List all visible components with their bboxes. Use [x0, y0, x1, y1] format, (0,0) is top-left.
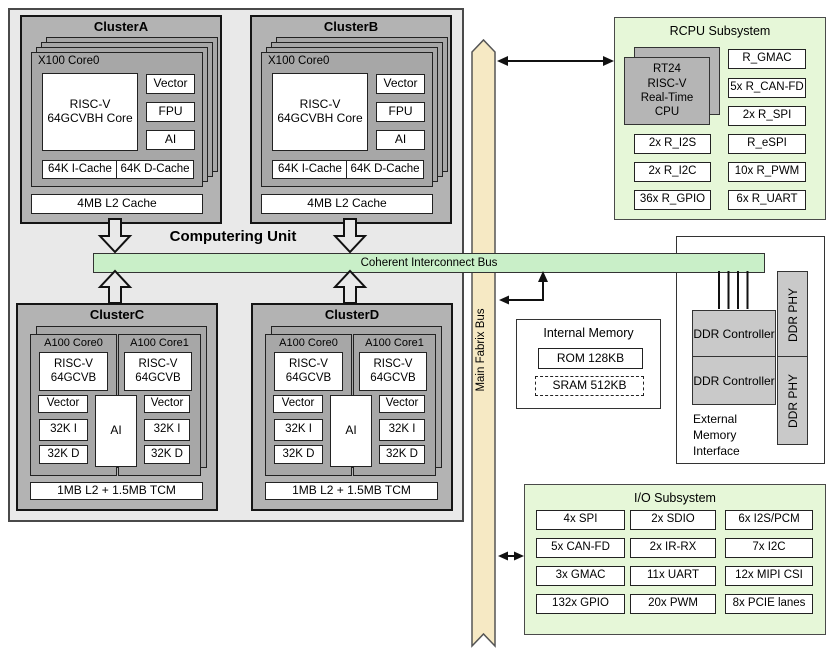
- core-label: X100 Core0: [38, 55, 100, 67]
- riscv-core-box: RISC-V 64GCVB: [359, 352, 427, 391]
- ddr-phy-label: DDR PHY: [785, 287, 800, 343]
- internal-memory: Internal Memory ROM 128KB SRAM 512KB: [516, 319, 661, 409]
- cluster-b: ClusterB X100 Core0 RISC-V 64GCVBH Core …: [250, 15, 452, 224]
- core-label: X100 Core0: [268, 55, 330, 67]
- fpu-unit-box: FPU: [376, 102, 425, 122]
- dcache-box: 32K D: [274, 445, 323, 464]
- cluster-d-core0: A100 Core0 RISC-V 64GCVB Vector 32K I 32…: [265, 334, 352, 476]
- core-label: A100 Core1: [365, 337, 424, 349]
- riscv-core-box: RISC-V 64GCVBH Core: [42, 73, 138, 151]
- rcpu-peripheral-box: 10x R_PWM: [728, 162, 806, 182]
- cluster-d-title: ClusterD: [324, 307, 380, 322]
- vector-unit-box: Vector: [146, 74, 195, 94]
- icache-box: 32K I: [274, 419, 323, 441]
- dcache-box: 32K D: [144, 445, 190, 464]
- io-peripheral-box: 4x SPI: [536, 510, 625, 530]
- io-peripheral-box: 5x CAN-FD: [536, 538, 625, 558]
- io-peripheral-box: 2x SDIO: [630, 510, 716, 530]
- bus-bridge-arrow: [506, 280, 544, 301]
- vector-unit-box: Vector: [376, 74, 425, 94]
- io-peripheral-box: 12x MIPI CSI: [725, 566, 813, 586]
- rcpu-peripheral-box: R_GMAC: [728, 49, 806, 69]
- cluster-d: ClusterD A100 Core0 RISC-V 64GCVB Vector…: [251, 303, 453, 511]
- main-fabric-bus-label: Main Fabrix Bus: [475, 308, 487, 392]
- dcache-box: 32K D: [39, 445, 88, 464]
- rcpu-peripheral-box: 2x R_SPI: [728, 106, 806, 126]
- rcpu-peripheral-box: 36x R_GPIO: [634, 190, 711, 210]
- arrowhead-right-icon: [514, 551, 524, 561]
- icache-box: 32K I: [379, 419, 425, 441]
- rcpu-peripheral-box: 2x R_I2S: [634, 134, 711, 154]
- io-peripheral-box: 3x GMAC: [536, 566, 625, 586]
- rcpu-subsystem: RCPU Subsystem RT24 RISC-V Real-Time CPU…: [614, 17, 826, 220]
- icache-box: 32K I: [144, 419, 190, 441]
- icache-box: 64K I-Cache: [42, 160, 118, 179]
- computering-unit-title: Computering Unit: [169, 228, 297, 245]
- rcpu-peripheral-box: 6x R_UART: [728, 190, 806, 210]
- ddr-controller-box: DDR Controller: [692, 356, 776, 405]
- rom-box: ROM 128KB: [538, 348, 643, 369]
- riscv-core-box: RISC-V 64GCVBH Core: [272, 73, 368, 151]
- external-memory-interface: DDR Controller DDR Controller DDR PHY DD…: [676, 236, 825, 464]
- ai-unit-box: AI: [146, 130, 195, 150]
- cluster-b-title: ClusterB: [323, 19, 379, 34]
- vector-unit-box: Vector: [379, 395, 425, 413]
- shared-ai-box: AI: [330, 395, 372, 467]
- l2-cache-box: 4MB L2 Cache: [31, 194, 203, 214]
- cluster-c-title: ClusterC: [89, 307, 145, 322]
- io-peripheral-box: 2x IR-RX: [630, 538, 716, 558]
- rcpu-peripheral-box: R_eSPI: [728, 134, 806, 154]
- vector-unit-box: Vector: [273, 395, 323, 413]
- arrowhead-left-icon: [497, 56, 508, 66]
- ddr-phy-box: DDR PHY: [777, 271, 808, 359]
- riscv-core-box: RISC-V 64GCVB: [39, 352, 108, 391]
- arrowhead-left-icon: [498, 551, 508, 561]
- vector-unit-box: Vector: [38, 395, 88, 413]
- io-peripheral-box: 20x PWM: [630, 594, 716, 614]
- fpu-unit-box: FPU: [146, 102, 195, 122]
- l2-tcm-box: 1MB L2 + 1.5MB TCM: [265, 482, 438, 500]
- dcache-box: 32K D: [379, 445, 425, 464]
- ddr-controller-box: DDR Controller: [692, 310, 776, 358]
- l2-tcm-box: 1MB L2 + 1.5MB TCM: [30, 482, 203, 500]
- cluster-a-core: X100 Core0 RISC-V 64GCVBH Core Vector FP…: [31, 52, 203, 187]
- io-peripheral-box: 132x GPIO: [536, 594, 625, 614]
- cluster-b-core: X100 Core0 RISC-V 64GCVBH Core Vector FP…: [261, 52, 433, 187]
- icache-box: 64K I-Cache: [272, 160, 348, 179]
- vector-unit-box: Vector: [144, 395, 190, 413]
- riscv-core-box: RISC-V 64GCVB: [124, 352, 192, 391]
- icache-box: 32K I: [39, 419, 88, 441]
- io-peripheral-box: 8x PCIE lanes: [725, 594, 813, 614]
- coherent-interconnect-bus: Coherent Interconnect Bus: [93, 253, 765, 273]
- core-label: A100 Core0: [279, 337, 338, 349]
- io-subsystem: I/O Subsystem 4x SPI 2x SDIO 6x I2S/PCM …: [524, 484, 826, 635]
- core-label: A100 Core1: [130, 337, 189, 349]
- ddr-phy-box: DDR PHY: [777, 356, 808, 445]
- arrowhead-right-icon: [603, 56, 614, 66]
- rcpu-peripheral-box: 5x R_CAN-FD: [728, 78, 806, 98]
- arrowhead-left-icon: [499, 295, 509, 305]
- external-memory-label: External Memory Interface: [693, 412, 740, 459]
- io-peripheral-box: 7x I2C: [725, 538, 813, 558]
- coherent-bus-label: Coherent Interconnect Bus: [360, 257, 498, 269]
- riscv-core-box: RISC-V 64GCVB: [274, 352, 343, 391]
- l2-cache-box: 4MB L2 Cache: [261, 194, 433, 214]
- io-peripheral-box: 6x I2S/PCM: [725, 510, 813, 530]
- ai-unit-box: AI: [376, 130, 425, 150]
- rcpu-title: RCPU Subsystem: [669, 24, 771, 38]
- io-peripheral-box: 11x UART: [630, 566, 716, 586]
- dcache-box: 64K D-Cache: [346, 160, 424, 179]
- dcache-box: 64K D-Cache: [116, 160, 194, 179]
- sram-box: SRAM 512KB: [535, 376, 644, 396]
- shared-ai-box: AI: [95, 395, 137, 467]
- core-label: A100 Core0: [44, 337, 103, 349]
- rt24-cpu-box: RT24 RISC-V Real-Time CPU: [624, 57, 710, 125]
- ddr-phy-label: DDR PHY: [785, 373, 800, 428]
- cluster-c: ClusterC A100 Core0 RISC-V 64GCVB Vector…: [16, 303, 218, 511]
- cluster-a-title: ClusterA: [93, 19, 149, 34]
- cluster-a: ClusterA X100 Core0 RISC-V 64GCVBH Core …: [20, 15, 222, 224]
- rcpu-peripheral-box: 2x R_I2C: [634, 162, 711, 182]
- internal-memory-title: Internal Memory: [543, 326, 634, 340]
- io-title: I/O Subsystem: [634, 491, 716, 505]
